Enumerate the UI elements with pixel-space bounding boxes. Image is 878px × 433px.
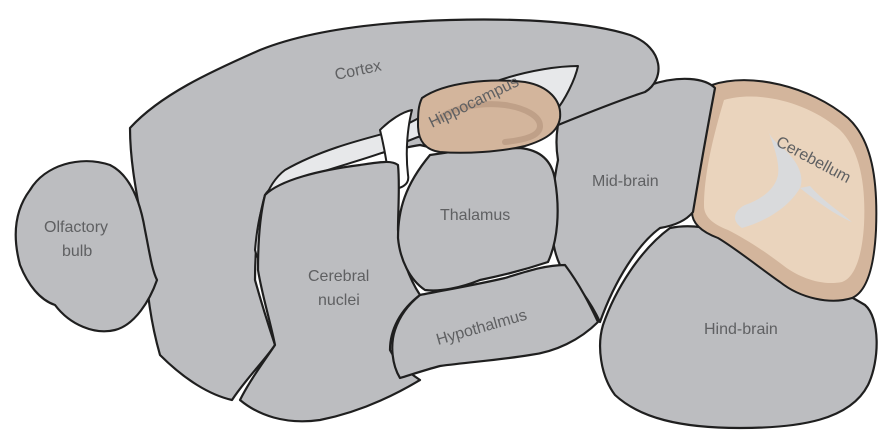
label-olfactory-line2: bulb (62, 243, 92, 260)
label-thalamus: Thalamus (440, 207, 510, 224)
label-olfactory-line1: Olfactory (44, 219, 108, 236)
label-midbrain: Mid-brain (592, 173, 659, 190)
label-cerebral-line1: Cerebral (308, 268, 369, 285)
label-cerebral-line2: nuclei (318, 292, 360, 309)
label-hindbrain: Hind-brain (704, 321, 778, 338)
